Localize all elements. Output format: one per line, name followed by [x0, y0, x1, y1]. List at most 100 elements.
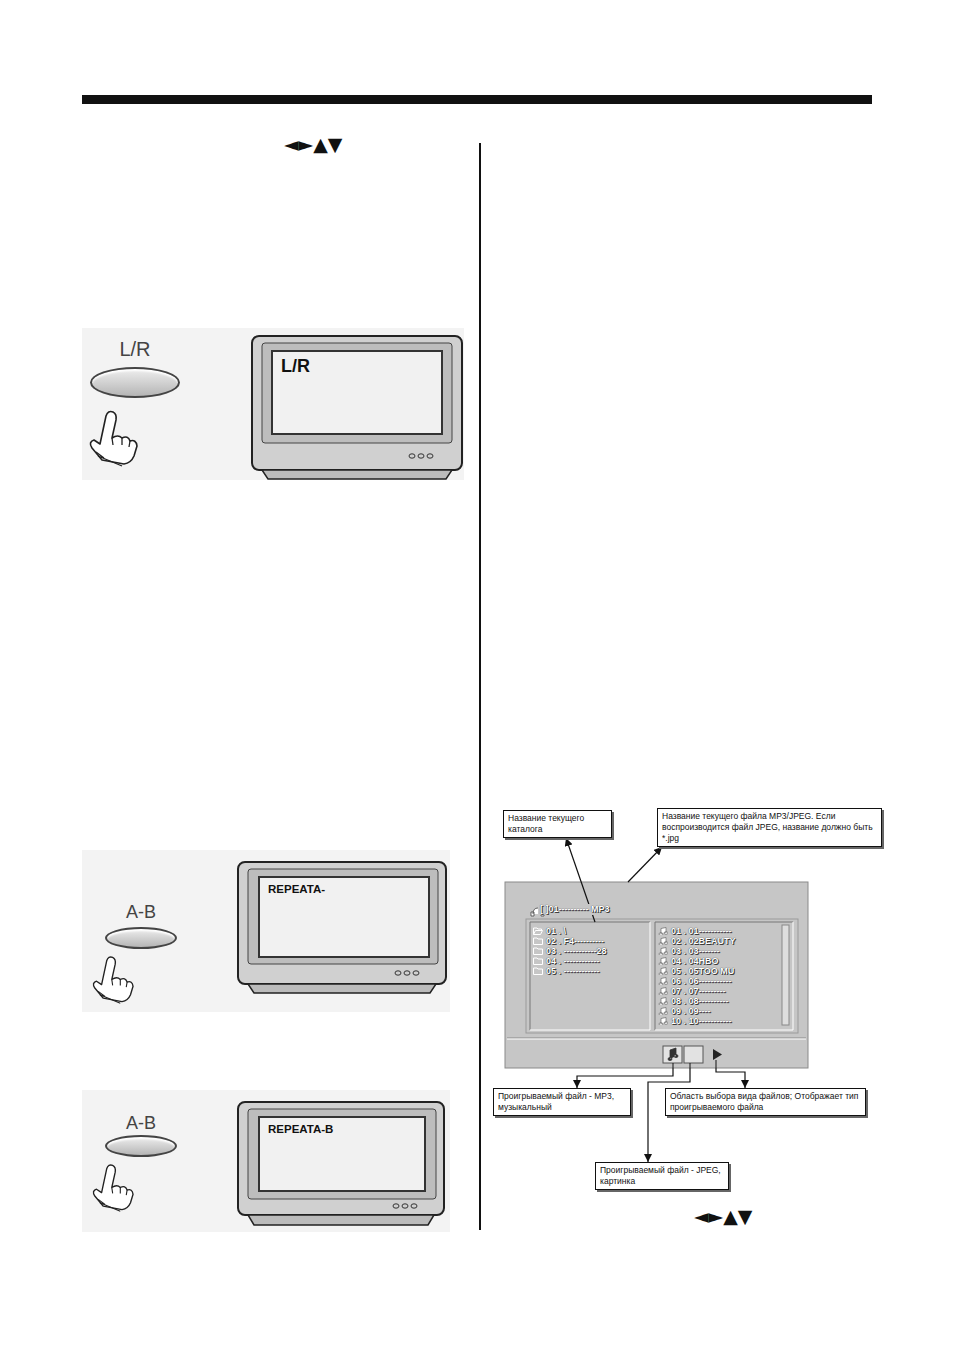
note-icon [659, 978, 668, 986]
note-icon [659, 928, 668, 936]
note-icon [658, 977, 668, 985]
menu-screenshot [530, 922, 650, 1030]
ab-illustration [82, 1090, 450, 1232]
tv-screen: REPEATA-B [258, 1116, 426, 1192]
callout-box: Название текущего каталога [503, 810, 612, 838]
lr-illustration [252, 336, 462, 470]
list-entry: 03 . -----------28 [533, 946, 654, 956]
folder-icon [533, 947, 543, 955]
ab-illustration [393, 1204, 399, 1208]
ab-illustration [93, 1165, 133, 1211]
button-label: A-B [105, 902, 177, 923]
lr-illustration [409, 454, 415, 458]
arrow-keys: ◄►▲▼ [284, 133, 342, 155]
ab-illustration [395, 971, 401, 975]
callout-text: Название текущего каталога [508, 813, 607, 835]
folder-icon [533, 927, 543, 935]
list-entry: 02 . F4---------- [533, 936, 654, 946]
button-label: A-B [105, 1113, 177, 1134]
folder-icon [533, 957, 543, 965]
button-shape [105, 927, 177, 949]
list-entry: 01 . 01----------- [658, 926, 784, 936]
ab-illustration [82, 1090, 450, 1232]
note-icon [659, 998, 668, 1006]
note-icon [658, 987, 668, 995]
tv-screen: L/R [271, 350, 443, 435]
menu-screenshot [673, 1060, 716, 1068]
callout-arrow [716, 1068, 745, 1088]
list-entry: 05 . 05TOO MU [658, 966, 784, 976]
note-icon [658, 937, 668, 945]
ab-illustration [82, 850, 450, 1012]
callout-arrow [577, 1068, 673, 1088]
menu-screenshot [663, 1046, 682, 1063]
note-icon [658, 1017, 668, 1025]
lr-illustration [90, 412, 137, 467]
lr-illustration [262, 343, 452, 443]
menu-screenshot [782, 925, 789, 1025]
ab-illustration [93, 957, 133, 1003]
folder-list: 01 . \02 . F4----------03 . -----------2… [530, 922, 656, 1030]
callout-text: Название текущего файла MP3/JPEG. Если в… [662, 811, 877, 844]
tv-screen: REPEATA- [258, 876, 430, 958]
lr-illustration [427, 454, 433, 458]
list-entry: 02 . 02BEAUTY [658, 936, 784, 946]
menu-screenshot [526, 919, 798, 1033]
folder-icon [534, 958, 543, 965]
note-icon [659, 958, 668, 966]
note-icon [658, 1007, 668, 1015]
menu-screenshot [668, 1048, 678, 1061]
button-shape [90, 367, 180, 398]
ab-illustration [238, 862, 446, 984]
list-entry: 09 . 09---- [658, 1006, 784, 1016]
note-icon [659, 948, 668, 956]
remote-button: A-B [105, 902, 177, 949]
folder-icon [534, 938, 543, 945]
column-divider [479, 143, 481, 1230]
screen-text: REPEATA-B [268, 1122, 416, 1137]
menu-screenshot [530, 922, 650, 1030]
menu-title: [ ]01---------- MP3 [538, 904, 611, 915]
lr-illustration [262, 470, 452, 479]
ab-illustration [411, 1204, 417, 1208]
ab-illustration [248, 984, 436, 993]
callout-text: Область выбора вида файлов; Отображает т… [670, 1091, 861, 1113]
ab-illustration [402, 1204, 408, 1208]
lr-illustration [82, 328, 464, 480]
remote-button: L/R [90, 338, 180, 398]
note-icon [658, 927, 668, 935]
arrow-keys: ◄►▲▼ [694, 1205, 752, 1227]
menu-screenshot [655, 922, 793, 1030]
note-icon [659, 988, 668, 996]
callout-arrow [628, 847, 662, 882]
callout-box: Область выбора вида файлов; Отображает т… [665, 1088, 866, 1116]
list-entry: 03 . 03------- [658, 946, 784, 956]
menu-screenshot [507, 1039, 806, 1040]
folder-icon [534, 928, 543, 935]
folder-icon [533, 937, 543, 945]
ab-illustration [413, 971, 419, 975]
folder-icon [533, 967, 543, 975]
menu-screenshot [713, 1049, 722, 1060]
folder-icon [534, 968, 543, 975]
list-entry: 01 . \ [533, 926, 654, 936]
menu-screenshot [684, 1046, 703, 1063]
button-label: L/R [90, 338, 180, 361]
note-icon [658, 947, 668, 955]
list-entry: 08 . 08---------- [658, 996, 784, 1006]
menu-screenshot [507, 1038, 806, 1039]
ab-illustration [248, 1215, 434, 1225]
header-bar [82, 95, 872, 104]
note-icon [658, 997, 668, 1005]
ab-illustration [238, 1102, 444, 1215]
note-icon [658, 957, 668, 965]
ab-illustration [82, 850, 450, 1012]
remote-button: A-B [105, 1113, 177, 1158]
callout-text: Проигрываемый файл - MP3, музыкальный [498, 1091, 626, 1113]
callout-box: Название текущего файла MP3/JPEG. Если в… [657, 808, 882, 847]
screen-text: L/R [281, 356, 433, 377]
lr-illustration [418, 454, 424, 458]
list-entry: 07 . 07--------- [658, 986, 784, 996]
callout-text: Проигрываемый файл - JPEG, картинка [600, 1165, 724, 1187]
